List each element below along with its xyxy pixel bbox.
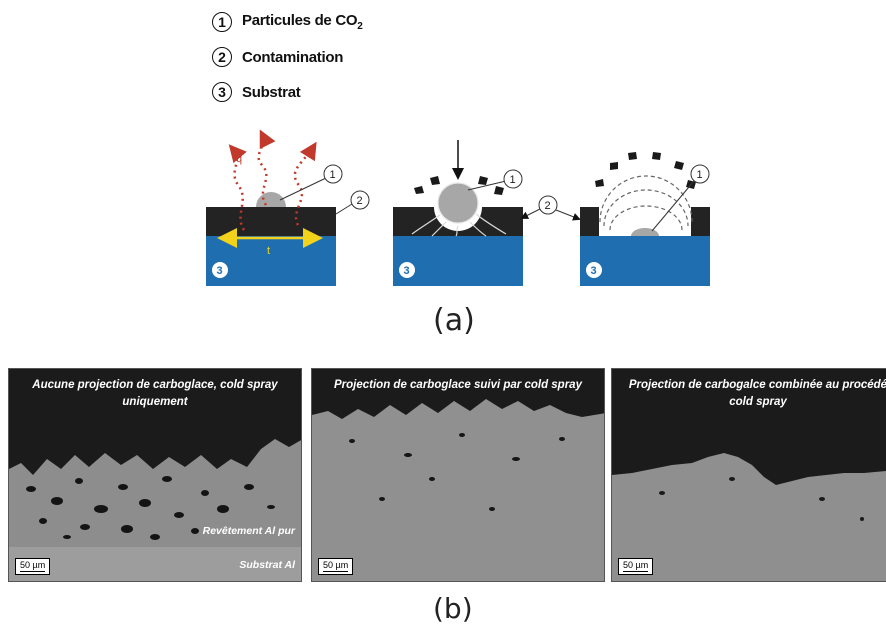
leader-line <box>335 203 353 215</box>
ejected-fragment <box>478 176 488 185</box>
crack <box>475 213 507 235</box>
sublimation-arc <box>609 205 683 231</box>
legend-label: Contamination <box>242 48 344 66</box>
micrograph-2: Projection de carboglace suivi par cold … <box>311 368 605 582</box>
callout-number: 1 <box>330 169 336 181</box>
micrograph-1: Aucune projection de carboglace, cold sp… <box>8 368 302 582</box>
callout-number: 2 <box>545 200 551 212</box>
scale-bar-line <box>323 571 349 572</box>
callout-circle <box>538 195 558 215</box>
legend-label-sub: 2 <box>357 21 363 32</box>
substrate-badge <box>399 262 415 278</box>
caption-a: (a) <box>433 303 475 338</box>
co2-particle <box>437 182 479 224</box>
substrate-number: 3 <box>404 265 410 277</box>
sublimation-arc <box>603 189 689 227</box>
contamination-layer <box>393 207 523 236</box>
leader-line <box>467 180 507 191</box>
contamination-remnant <box>691 207 710 236</box>
legend-number: 2 <box>212 47 232 67</box>
shared-callout-arrow <box>555 209 581 221</box>
heat-flow-line <box>228 144 247 231</box>
scale-bar: 50 µm <box>618 558 654 575</box>
contamination-remnant <box>580 207 599 236</box>
mechanism-diagram: q̇ t 1 2 3 1 2 3 <box>206 129 710 286</box>
leader-line <box>279 177 327 201</box>
micrograph-caption: Projection de carboglace suivi par cold … <box>334 379 582 391</box>
ejected-fragment <box>430 176 440 185</box>
ejected-fragment <box>652 152 661 160</box>
co2-particle-remnant <box>631 228 659 236</box>
callout-number: 1 <box>697 169 703 181</box>
diagram-panel-2: 1 2 3 <box>393 140 581 286</box>
ejected-fragment <box>610 162 618 170</box>
legend-number: 3 <box>212 82 232 102</box>
ejected-fragment <box>595 179 604 187</box>
substrate-layer <box>580 236 710 286</box>
callout-number: 2 <box>357 195 363 207</box>
shared-callout-arrow <box>520 208 541 219</box>
ejected-fragment <box>674 161 684 170</box>
crack <box>455 225 459 237</box>
co2-particle <box>256 192 286 207</box>
micrograph-3: Projection de carbogalce combinée au pro… <box>611 368 886 582</box>
diagram-panel-1: q̇ t 1 2 3 <box>206 129 370 286</box>
micrograph-caption: Projection de carbogalce combinée au pro… <box>628 379 886 408</box>
scale-bar-label: 50 µm <box>323 560 349 570</box>
scale-bar-line <box>20 571 46 572</box>
sublimation-arc <box>599 175 693 223</box>
micrograph-caption: Aucune projection de carboglace, cold sp… <box>32 379 278 408</box>
scale-bar-line <box>623 571 649 572</box>
heat-flux-label: q̇ <box>236 153 242 165</box>
crack <box>411 214 441 235</box>
legend-item-contamination: 2 Contamination <box>212 43 343 71</box>
coating-label: Revêtement Al pur <box>202 525 295 537</box>
scale-bar-label: 50 µm <box>623 560 649 570</box>
ejected-fragment <box>628 152 637 160</box>
substrate-badge <box>212 262 228 278</box>
contamination-layer <box>206 207 336 236</box>
callout-circle <box>690 164 710 184</box>
leader-line <box>651 180 695 232</box>
ejected-fragment <box>414 186 424 194</box>
legend-item-substrat: 3 Substrat <box>212 78 301 106</box>
callout-circle <box>350 190 370 210</box>
ejected-fragment <box>494 186 504 195</box>
callout-number: 1 <box>510 174 516 186</box>
diagram-panel-3: 1 3 <box>580 152 710 286</box>
caption-b: (b) <box>433 592 473 625</box>
substrate-number: 3 <box>217 265 223 277</box>
substrate-label: Substrat Al <box>239 559 295 571</box>
legend-label: Particules de CO2 <box>242 12 363 32</box>
legend-item-co2: 1 Particules de CO2 <box>212 8 363 36</box>
micrograph-image <box>9 439 301 581</box>
crack <box>469 221 487 237</box>
legend-number: 1 <box>212 12 232 32</box>
substrate-layer <box>206 236 336 286</box>
legend-label-text: Particules de CO <box>242 12 358 29</box>
legend-label: Substrat <box>242 83 301 101</box>
substrate-badge <box>586 262 602 278</box>
thickness-label: t <box>267 245 270 257</box>
substrate-number: 3 <box>591 265 597 277</box>
scale-bar: 50 µm <box>318 558 354 575</box>
micrograph-image <box>312 399 604 581</box>
heat-flow-line <box>257 129 276 206</box>
micrograph-image <box>612 453 886 581</box>
scale-bar-label: 50 µm <box>20 560 46 570</box>
scale-bar: 50 µm <box>15 558 51 575</box>
callout-circle <box>323 164 343 184</box>
substrate-layer <box>393 236 523 286</box>
callout-circle <box>503 169 523 189</box>
crack <box>431 221 447 237</box>
heat-flow-line <box>293 141 317 226</box>
